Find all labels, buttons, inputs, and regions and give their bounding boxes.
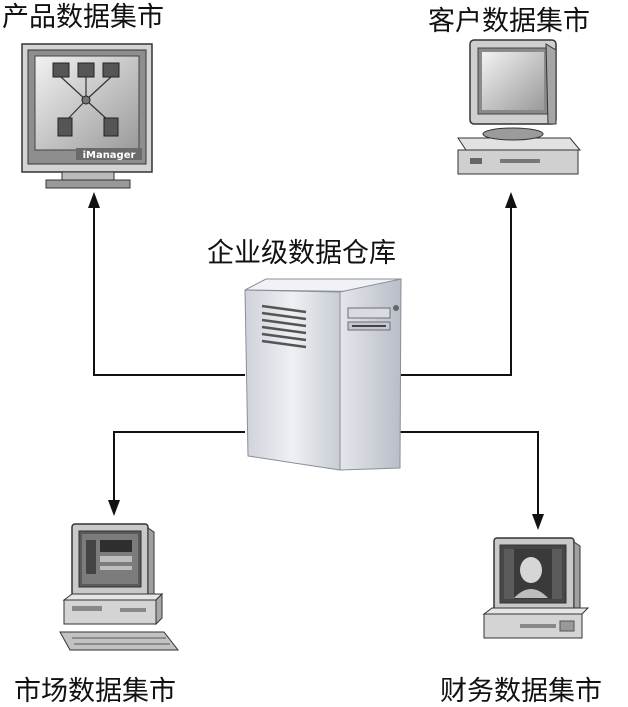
arrowhead-finance xyxy=(532,514,544,530)
desktop-computer-icon xyxy=(484,538,588,638)
edge-center-market xyxy=(114,432,245,508)
monitor-icon: iManager xyxy=(22,44,152,188)
desktop-computer-icon xyxy=(458,40,580,174)
monitor-screen-text: iManager xyxy=(83,150,136,161)
edge-center-product xyxy=(94,198,245,375)
edge-center-finance xyxy=(400,432,538,522)
desktop-computer-icon xyxy=(60,524,178,650)
server-tower-icon xyxy=(245,279,401,470)
edge-center-customer xyxy=(400,198,511,375)
arrowhead-product xyxy=(88,192,100,208)
arrowhead-customer xyxy=(505,192,517,208)
arrowhead-market xyxy=(108,500,120,516)
